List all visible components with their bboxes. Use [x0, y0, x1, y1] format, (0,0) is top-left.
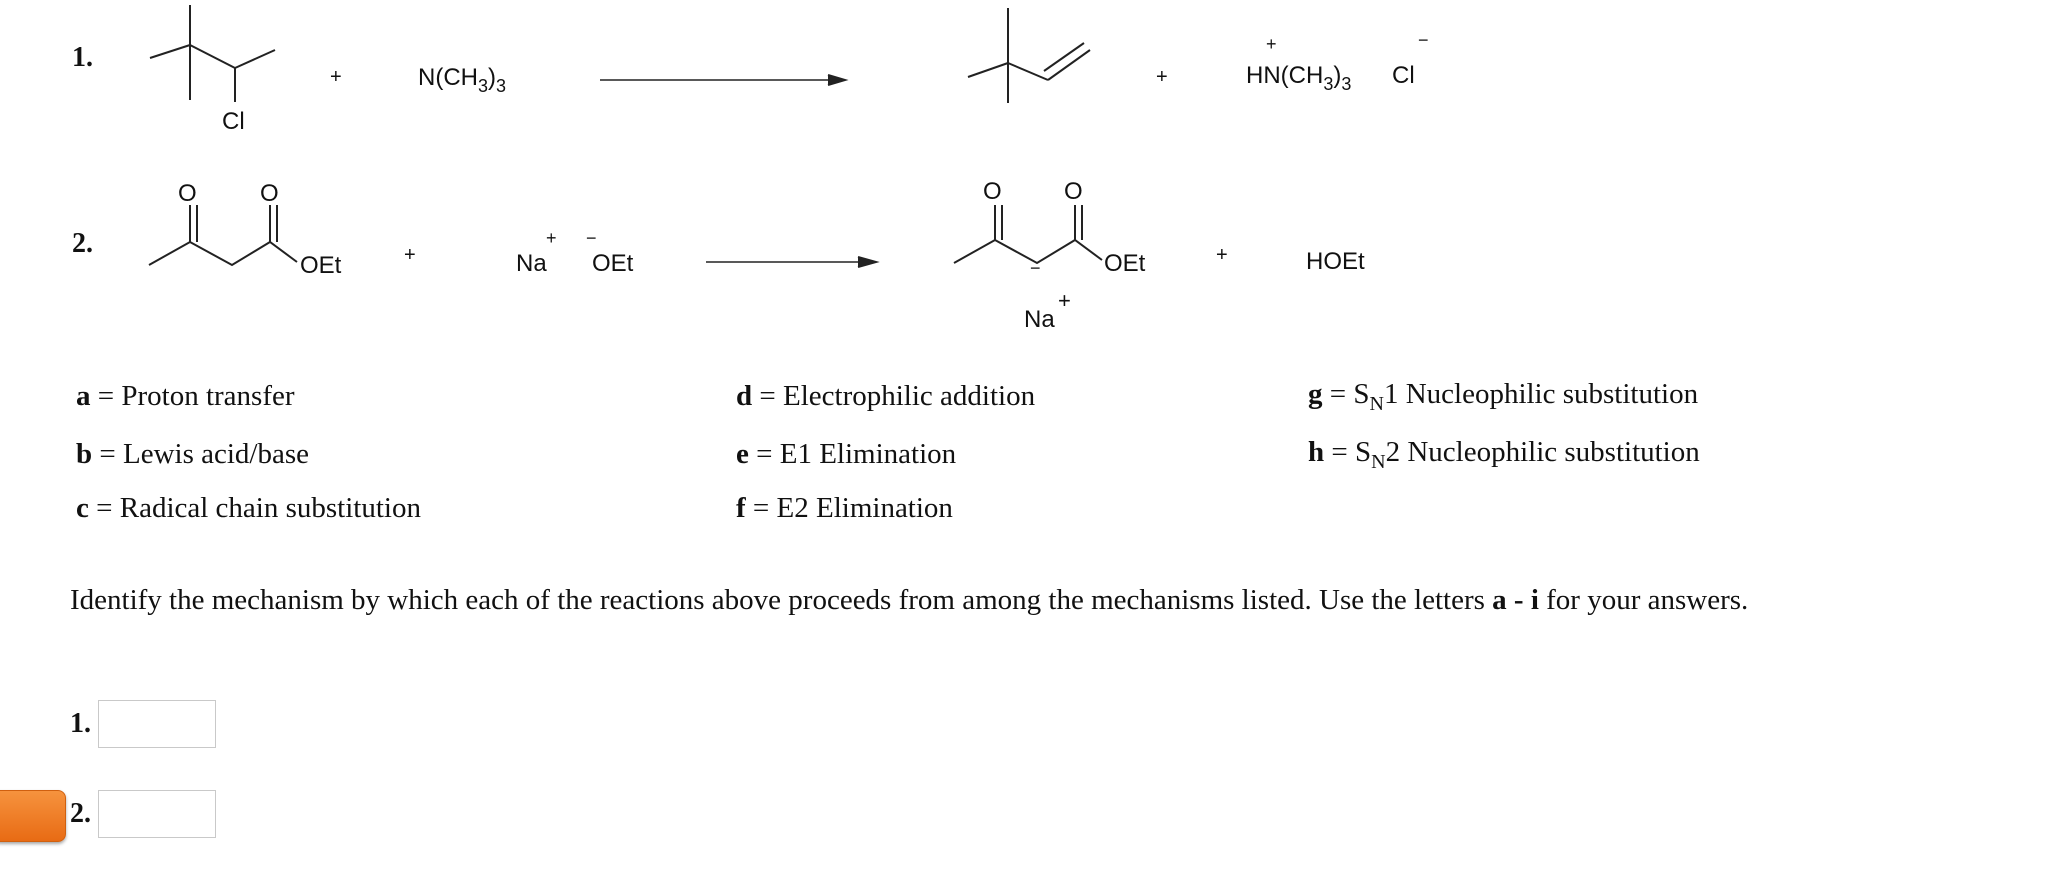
reaction-2-reagent-ethoxide: OEt [592, 250, 634, 277]
reaction-2-carbanion-charge: − [1030, 258, 1041, 278]
reaction-1-product-ammonium: HN(CH3)3 [1246, 62, 1352, 94]
mechanism-d: d = Electrophilic addition [736, 380, 1036, 412]
reaction-2-reagent-sodium: Na [516, 250, 547, 277]
reaction-1-plus-2: + [1156, 66, 1168, 88]
mechanism-g: g = SN1 Nucleophilic substitution [1308, 378, 1699, 415]
reaction-2-product-sodium-charge: + [1058, 288, 1071, 313]
mechanism-b: b = Lewis acid/base [76, 438, 310, 470]
reaction-1-product-chloride: Cl [1392, 62, 1415, 89]
reaction-2-product-ester-group: OEt [1104, 250, 1146, 277]
reaction-1-arrow [600, 74, 849, 86]
reaction-1-reactant-structure [149, 5, 276, 102]
reaction-2-reactant-ester-group: OEt [300, 252, 342, 279]
reaction-2-product-oxygen-2: O [1064, 178, 1083, 205]
mechanism-e: e = E1 Elimination [736, 438, 957, 470]
reaction-1-chloride-charge: − [1418, 30, 1429, 50]
answer-1-label: 1. [70, 708, 91, 739]
reaction-1-plus-1: + [330, 66, 342, 88]
mechanism-h: h = SN2 Nucleophilic substitution [1308, 436, 1700, 473]
reaction-2-number: 2. [72, 228, 93, 259]
reaction-2-plus-2: + [1216, 244, 1228, 266]
mechanism-c: c = Radical chain substitution [76, 492, 421, 524]
reaction-2-sodium-charge: + [546, 228, 557, 248]
reaction-1-product-alkene-structure [967, 8, 1091, 103]
mechanism-a: a = Proton transfer [76, 380, 295, 412]
reaction-2-product-sodium: Na [1024, 306, 1055, 333]
reaction-2-product-oxygen-1: O [983, 178, 1002, 205]
reaction-1-reactant-chlorine: Cl [222, 108, 245, 135]
reaction-2-reactant-structure [148, 205, 298, 267]
reaction-2-reactant-oxygen-1: O [178, 180, 197, 207]
reaction-1-number: 1. [72, 42, 93, 73]
reaction-2-product-enolate-structure [953, 205, 1103, 265]
reaction-2-ethoxide-charge: − [586, 228, 597, 248]
flag-button[interactable] [0, 790, 66, 842]
reaction-2-byproduct-ethanol: HOEt [1306, 248, 1365, 275]
answer-2-input[interactable] [98, 790, 216, 838]
answer-2-label: 2. [70, 798, 91, 829]
reaction-2-plus-1: + [404, 244, 416, 266]
instructions-text: Identify the mechanism by which each of … [70, 584, 1749, 616]
reaction-1-ammonium-charge: + [1266, 34, 1277, 54]
reaction-2-reactant-oxygen-2: O [260, 180, 279, 207]
mechanism-f: f = E2 Elimination [736, 492, 953, 524]
reaction-1-reagent-trimethylamine: N(CH3)3 [418, 64, 507, 96]
reaction-2-arrow [706, 256, 880, 268]
answer-1-input[interactable] [98, 700, 216, 748]
